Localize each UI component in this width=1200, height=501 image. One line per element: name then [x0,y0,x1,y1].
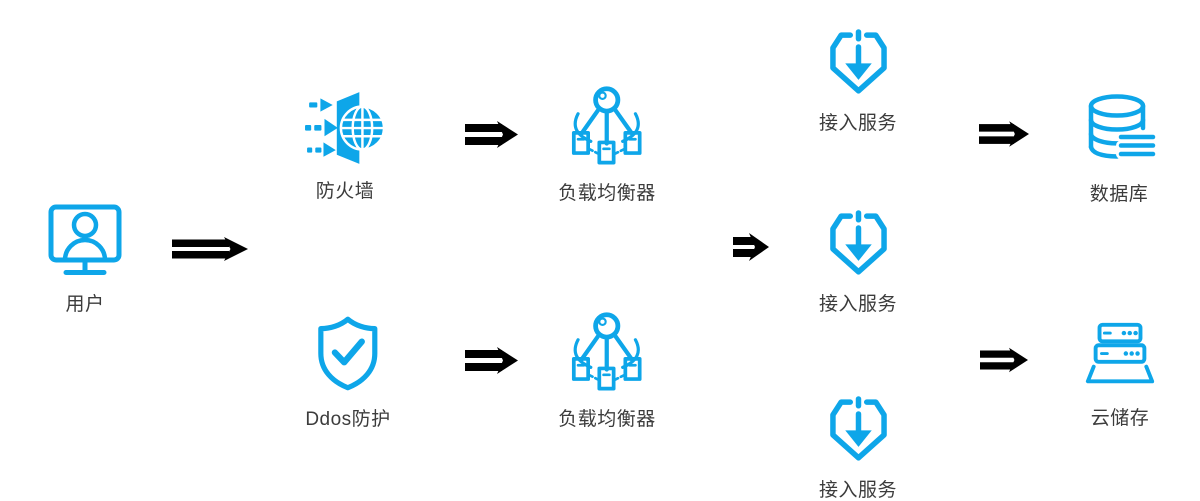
firewall-globe-icon [305,92,386,164]
flow-arrow-icon [172,237,248,261]
hexagon-download-icon [829,29,887,94]
node-label: Ddos防护 [305,409,391,430]
node-load-balancer-top: 负载均衡器 [558,84,656,205]
node-label: 负载均衡器 [558,183,656,204]
node-ddos-protection: Ddos防护 [305,312,390,431]
node-user: 用户 [45,200,125,316]
node-access-service-bottom: 接入服务 [819,393,897,501]
node-database: 数据库 [1079,90,1159,206]
node-label: 接入服务 [818,294,898,315]
node-label: 负载均衡器 [558,409,656,430]
server-stack-icon [1085,322,1155,384]
hexagon-download-icon [829,210,887,275]
flow-arrow-icon [465,121,518,148]
shield-check-icon [318,316,378,391]
flow-arrow-icon [465,347,518,374]
node-access-service-mid: 接入服务 [819,207,897,316]
node-label: 接入服务 [818,480,898,501]
node-label: 接入服务 [818,113,898,134]
node-label: 用户 [65,294,105,315]
database-cylinder-icon [1088,94,1158,159]
flow-arrow-icon [980,347,1028,373]
hexagon-download-icon [829,396,887,461]
load-balancer-icon [572,312,642,391]
node-label: 数据库 [1089,184,1149,205]
flow-arrow-icon [979,121,1029,147]
node-access-service-top: 接入服务 [819,26,897,135]
node-cloud-storage: 云储存 [1081,316,1159,430]
node-label: 防火墙 [315,181,375,202]
node-load-balancer-bottom: 负载均衡器 [558,310,656,431]
load-balancer-icon [572,86,642,165]
node-firewall: 防火墙 [304,85,386,203]
flow-arrow-icon [733,233,769,261]
node-label: 云储存 [1090,408,1150,429]
user-monitor-icon [48,204,122,275]
